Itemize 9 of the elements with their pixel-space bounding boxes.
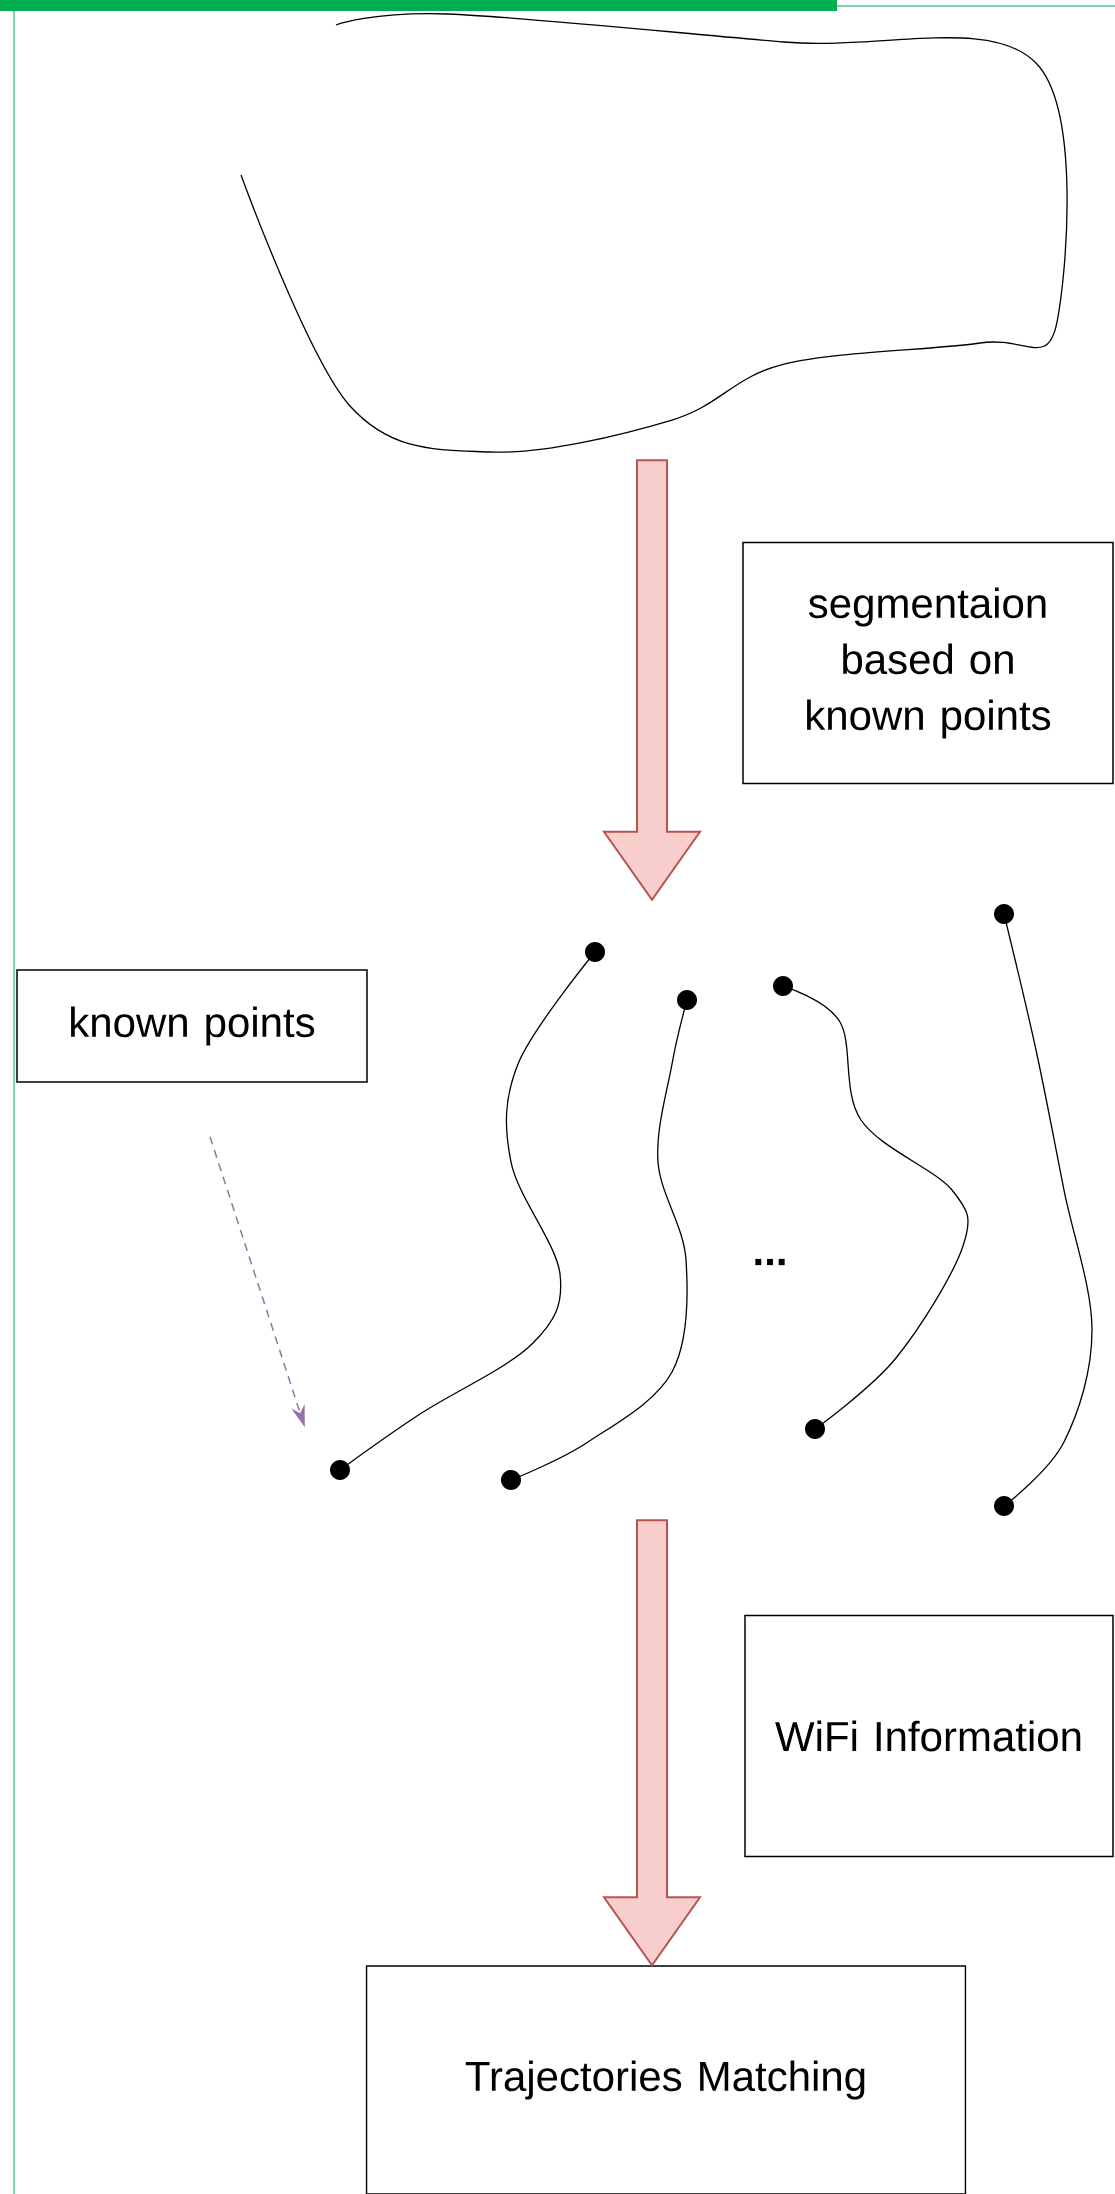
trajectory-segments-drawing xyxy=(330,904,1093,1516)
trajectory-curve xyxy=(240,13,1068,453)
text-box: known points xyxy=(16,969,368,1083)
block-arrow xyxy=(602,1519,702,1967)
block-arrow xyxy=(602,459,702,902)
text-box: segmentaion based on known points xyxy=(742,541,1114,785)
text-box: WiFi Information xyxy=(744,1614,1114,1858)
ellipsis-label: ... xyxy=(755,1258,785,1266)
text-box: Trajectories Matching xyxy=(365,1965,967,2194)
